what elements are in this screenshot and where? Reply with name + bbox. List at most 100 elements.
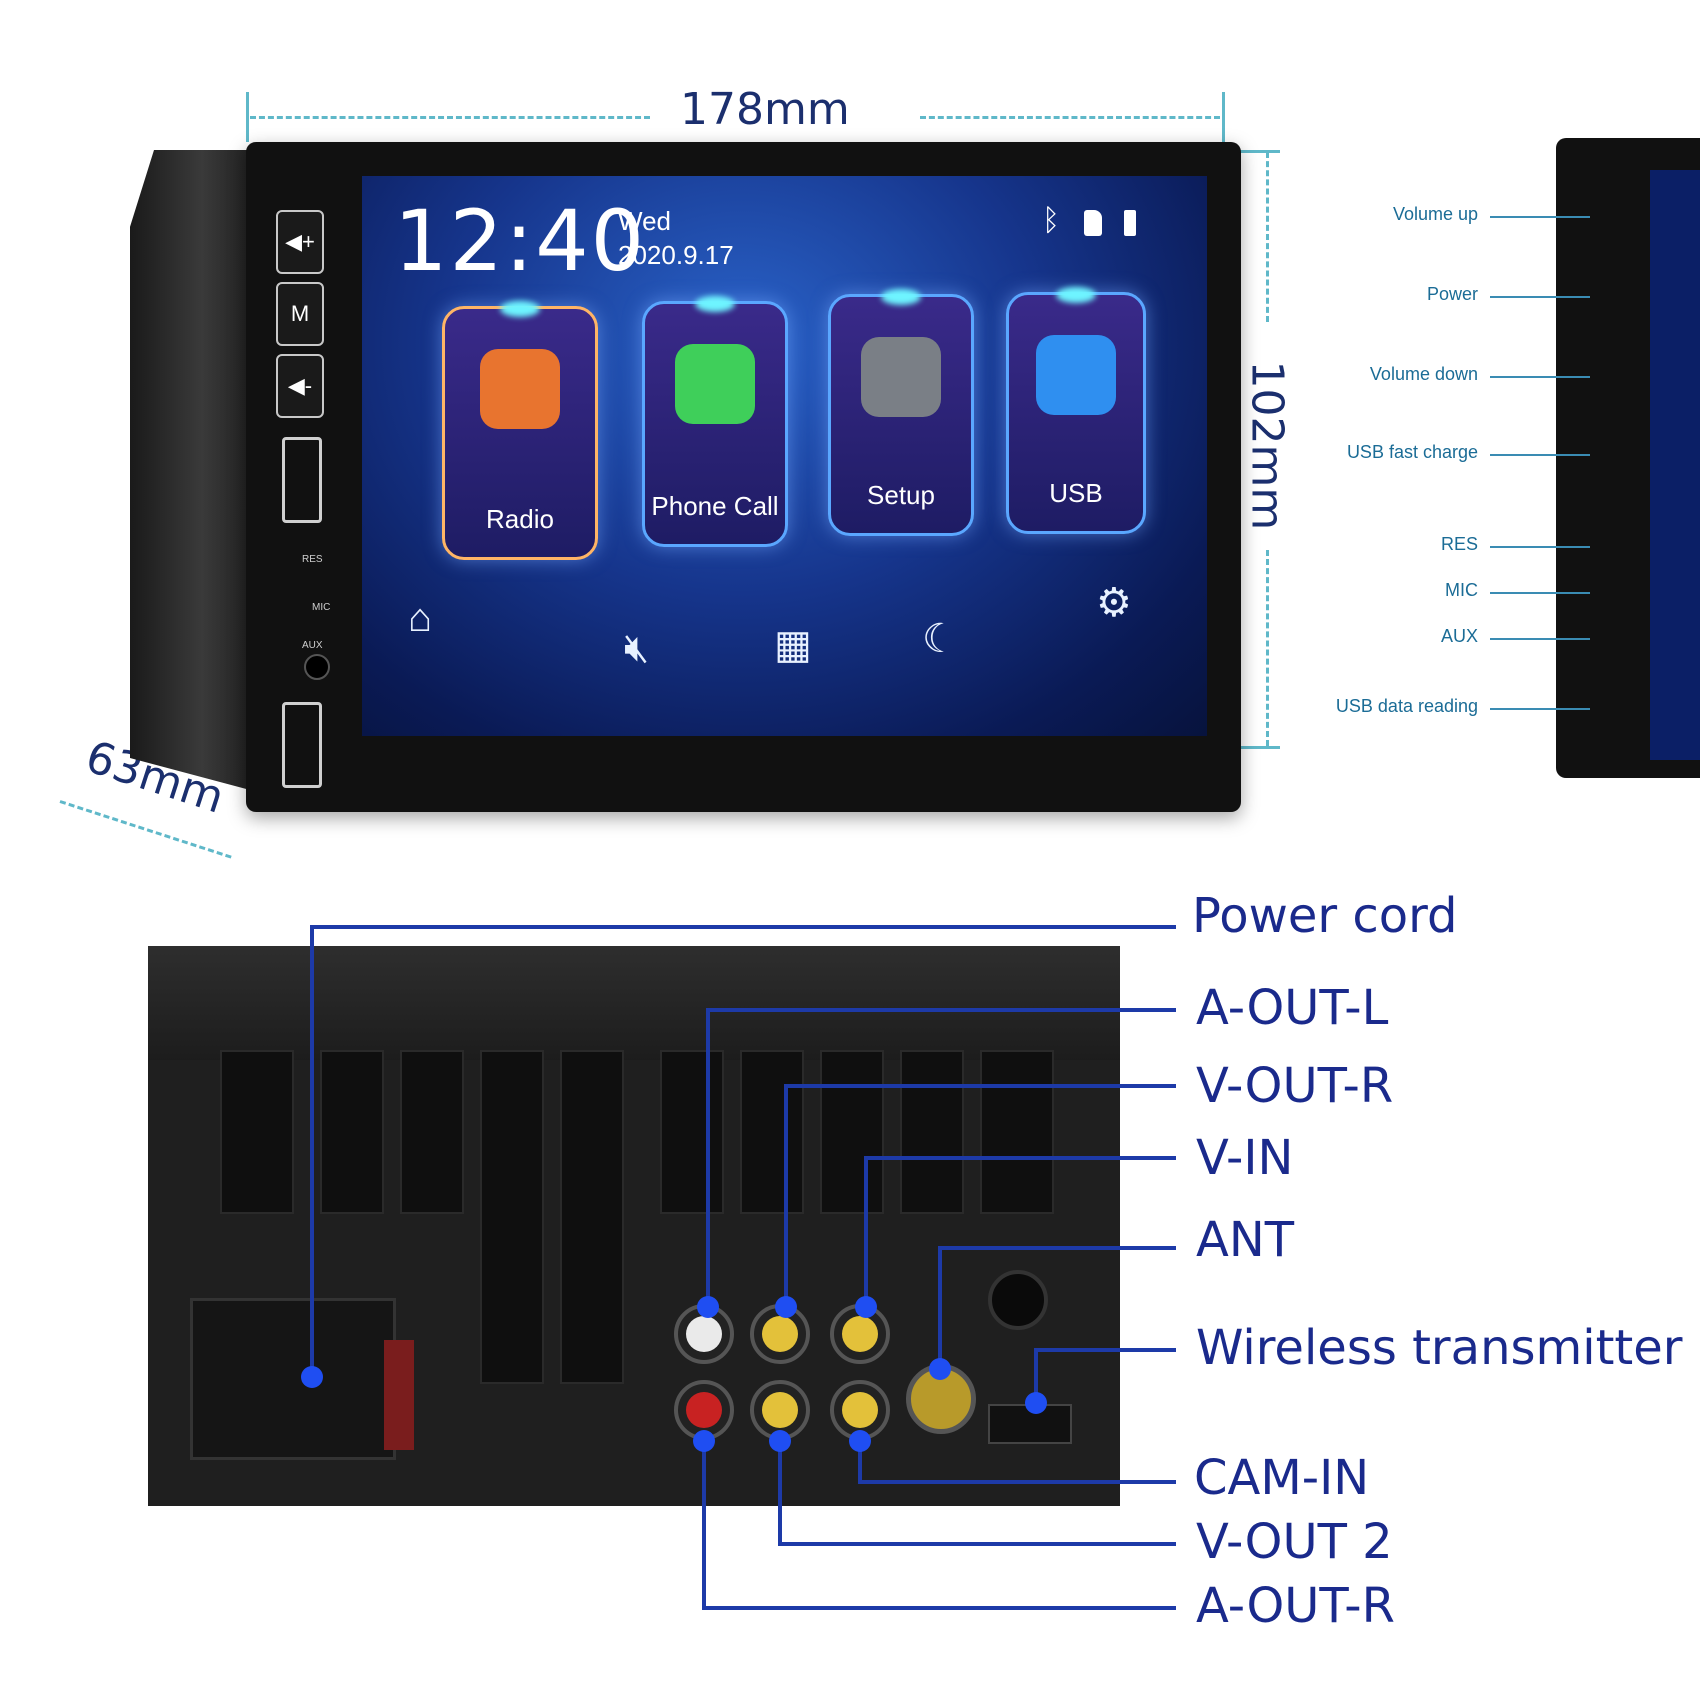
side-unit-screen (1650, 170, 1700, 760)
wire-v-in-h (864, 1156, 1176, 1160)
wire-a-out-r-h (702, 1606, 1176, 1610)
callout-line-res (1490, 546, 1590, 548)
mute-icon[interactable]: 🔇︎ (624, 626, 650, 670)
aux-jack[interactable] (304, 654, 330, 680)
label-power-cord: Power cord (1192, 888, 1458, 944)
wire-wireless-h (1034, 1348, 1176, 1352)
rca-yellow-insert (842, 1392, 878, 1428)
unit-side-panel (130, 150, 250, 790)
width-dim-line-right (920, 116, 1220, 119)
tile-radio-label: Radio (486, 504, 554, 534)
label-v-in: V-IN (1196, 1130, 1294, 1186)
wire-v-out-2-h (778, 1542, 1176, 1546)
windows-icon[interactable]: ▦ (774, 623, 812, 667)
height-dim-line-bottom (1266, 550, 1269, 746)
moon-icon[interactable]: ☾ (922, 617, 958, 661)
volume-up-button[interactable]: ◀+ (276, 210, 324, 274)
rear-slot (820, 1050, 884, 1214)
bluetooth-icon: ᛒ (1042, 204, 1060, 237)
tile-usb-label: USB (1049, 478, 1103, 508)
tile-phone-call[interactable]: Phone Call (642, 296, 788, 547)
touch-screen[interactable]: 12:40 Wed 2020.9.17 ᛒ Radio Phone Call S… (362, 176, 1207, 736)
label-cam-in: CAM-IN (1194, 1450, 1370, 1506)
wire-cam-in-v (858, 1440, 862, 1482)
dot-wireless (1025, 1392, 1047, 1414)
rca-v-in[interactable] (830, 1304, 890, 1364)
wire-power-cord-h (310, 925, 1176, 929)
gear-icon (861, 337, 941, 417)
aux-label: AUX (302, 640, 323, 651)
height-dim-line-top (1266, 152, 1269, 322)
tile-usb[interactable]: USB (1006, 287, 1146, 534)
rear-slot (400, 1050, 464, 1214)
rear-slot (980, 1050, 1054, 1214)
callout-line-mic (1490, 592, 1590, 594)
label-a-out-r: A-OUT-R (1196, 1578, 1395, 1634)
label-ant: ANT (1196, 1212, 1295, 1268)
dot-v-out-r (775, 1296, 797, 1318)
callout-line-aux (1490, 638, 1590, 640)
volume-down-button[interactable]: ◀- (276, 354, 324, 418)
rear-slot (220, 1050, 294, 1214)
mount-hole (988, 1270, 1048, 1330)
label-a-out-l: A-OUT-L (1196, 980, 1389, 1036)
wire-v-out-r-h (784, 1084, 1176, 1088)
home-icon[interactable]: ⌂ (408, 596, 433, 640)
rear-slot (900, 1050, 964, 1214)
width-dim-left-tick (246, 92, 249, 142)
callout-usb-fast-charge: USB fast charge (1346, 442, 1478, 462)
rear-slot (740, 1050, 804, 1214)
power-mode-button[interactable]: M (276, 282, 324, 346)
callout-volume-up: Volume up (1392, 204, 1478, 224)
rear-slot (320, 1050, 384, 1214)
usb-fast-charge-port[interactable] (282, 437, 322, 523)
wire-v-out-2-v (778, 1440, 782, 1544)
dot-cam-in (849, 1430, 871, 1452)
dot-a-out-r (693, 1430, 715, 1452)
tile-radio[interactable]: Radio (442, 301, 598, 560)
rca-white-insert (686, 1316, 722, 1352)
tile-phone-call-label: Phone Call (651, 491, 779, 521)
wire-cam-in-h (858, 1480, 1176, 1484)
height-dim-top-tick (1240, 150, 1280, 153)
callout-volume-down: Volume down (1369, 364, 1478, 384)
callout-line-usb-data-reading (1490, 708, 1590, 710)
sd-card-icon (1084, 210, 1102, 236)
wire-a-out-l-v (706, 1008, 710, 1308)
rca-yellow-insert (842, 1316, 878, 1352)
tile-setup[interactable]: Setup (828, 289, 974, 536)
height-dim-bottom-tick (1240, 746, 1280, 749)
usb-icon (1036, 335, 1116, 415)
callout-usb-data-reading: USB data reading (1335, 696, 1478, 716)
callout-res: RES (1440, 534, 1478, 554)
callout-mic: MIC (1445, 580, 1478, 600)
fuse (384, 1340, 414, 1450)
tile-radio-glow (500, 301, 540, 317)
dot-power-cord (301, 1366, 323, 1388)
tile-usb-glow (1056, 287, 1096, 303)
wire-v-in-v (864, 1156, 868, 1308)
res-label: RES (302, 554, 323, 565)
rear-slot (660, 1050, 724, 1214)
wire-a-out-r-v (702, 1440, 706, 1608)
iso-power-connector[interactable] (190, 1298, 396, 1460)
callout-line-usb-fast-charge (1490, 454, 1590, 456)
wire-ant-h (938, 1246, 1176, 1250)
wire-wireless-v (1034, 1348, 1038, 1400)
tile-phone-glow (695, 296, 735, 312)
callout-line-volume-down (1490, 376, 1590, 378)
dot-v-out-2 (769, 1430, 791, 1452)
dot-ant (929, 1358, 951, 1380)
label-v-out-r: V-OUT-R (1196, 1058, 1394, 1114)
wire-power-cord-v (310, 925, 314, 1377)
phone-icon (675, 344, 755, 424)
usb-data-port[interactable] (282, 702, 322, 788)
width-dim-line-left (250, 116, 650, 119)
rca-yellow-insert (762, 1316, 798, 1352)
callout-power: Power (1426, 284, 1478, 304)
settings-icon[interactable]: ⚙ (1096, 581, 1132, 625)
dot-a-out-l (697, 1296, 719, 1318)
rca-yellow-insert (762, 1392, 798, 1428)
head-unit-front: ◀+ M ◀- RES MIC AUX 12:40 Wed 2020.9.17 … (246, 142, 1241, 812)
mic-label: MIC (312, 602, 331, 613)
